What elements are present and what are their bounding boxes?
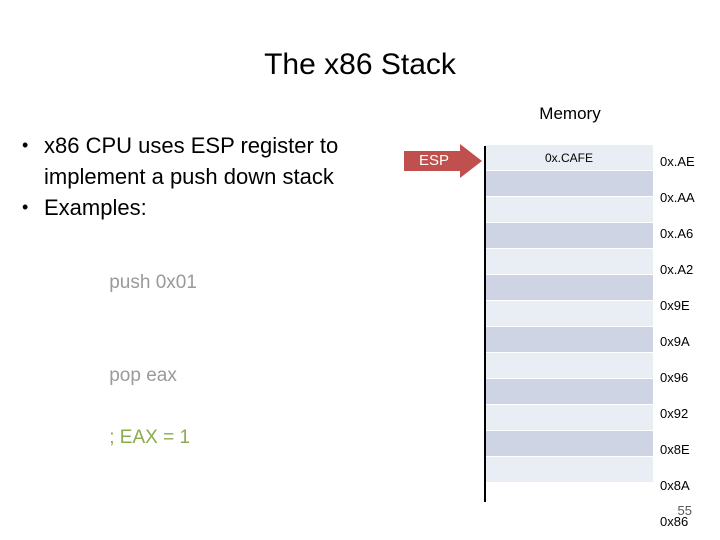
page-title: The x86 Stack (264, 48, 456, 81)
code-block: push 0x01 pop eax ; EAX = 1 (67, 236, 392, 484)
table-row (484, 326, 654, 353)
bullet-text-2: Examples: (44, 195, 147, 220)
address-label: 0x.A2 (660, 262, 694, 277)
table-row: 0x.CAFE (484, 144, 654, 171)
address-label: 0x8E (660, 442, 690, 457)
address-label: 0x.AA (660, 190, 695, 205)
memory-cell (484, 300, 654, 327)
address-label: 0x8A (660, 478, 690, 493)
table-row (484, 456, 654, 483)
memory-cell (484, 274, 654, 301)
memory-cell (484, 222, 654, 249)
memory-cell (484, 248, 654, 275)
code-comment-2: ; EAX = 1 (109, 427, 191, 448)
bullet-list: • x86 CPU uses ESP register to implement… (22, 130, 392, 484)
address-label: 0x96 (660, 370, 689, 385)
memory-cell (484, 326, 654, 353)
bullet-marker-icon: • (22, 197, 29, 217)
table-row (484, 248, 654, 275)
bullet-marker-icon: • (22, 135, 29, 155)
table-row (484, 352, 654, 379)
table-row (484, 404, 654, 431)
table-row (484, 300, 654, 327)
code-instruction-1: push 0x01 (109, 272, 197, 293)
address-label: 0x.AE (660, 154, 695, 169)
address-label: 0x9E (660, 298, 690, 313)
table-row (484, 274, 654, 301)
bullet-item-1: • x86 CPU uses ESP register to implement… (22, 130, 392, 192)
code-line-1: push 0x01 (67, 236, 392, 329)
table-row (484, 430, 654, 457)
page-number: 55 (677, 503, 692, 518)
memory-table: 0x.CAFE (484, 144, 654, 483)
address-label: 0x.A6 (660, 226, 694, 241)
memory-cell-value: 0x.CAFE (484, 144, 654, 171)
esp-pointer-label: ESP (418, 152, 449, 169)
memory-cell (484, 378, 654, 405)
table-row (484, 196, 654, 223)
bullet-text-1: x86 CPU uses ESP register to implement a… (44, 133, 339, 189)
table-row (484, 222, 654, 249)
memory-cell (484, 456, 654, 483)
memory-cell (484, 196, 654, 223)
address-column: 0x.AE 0x.AA 0x.A6 0x.A2 0x9E 0x9A 0x96 0… (660, 144, 716, 540)
code-line-2: pop eax ; EAX = 1 (67, 329, 392, 484)
table-row (484, 170, 654, 197)
memory-cell (484, 430, 654, 457)
memory-cell (484, 352, 654, 379)
code-instruction-2: pop eax (109, 365, 177, 386)
address-label: 0x9A (660, 334, 690, 349)
table-row (484, 378, 654, 405)
address-label: 0x92 (660, 406, 689, 421)
address-label: 0x86 (660, 514, 689, 529)
esp-pointer-arrow-icon (404, 144, 482, 178)
memory-cell (484, 404, 654, 431)
bullet-item-2: • Examples: (22, 192, 392, 223)
stack-divider-line (484, 146, 486, 502)
memory-label: Memory (539, 104, 601, 123)
memory-cell (484, 170, 654, 197)
